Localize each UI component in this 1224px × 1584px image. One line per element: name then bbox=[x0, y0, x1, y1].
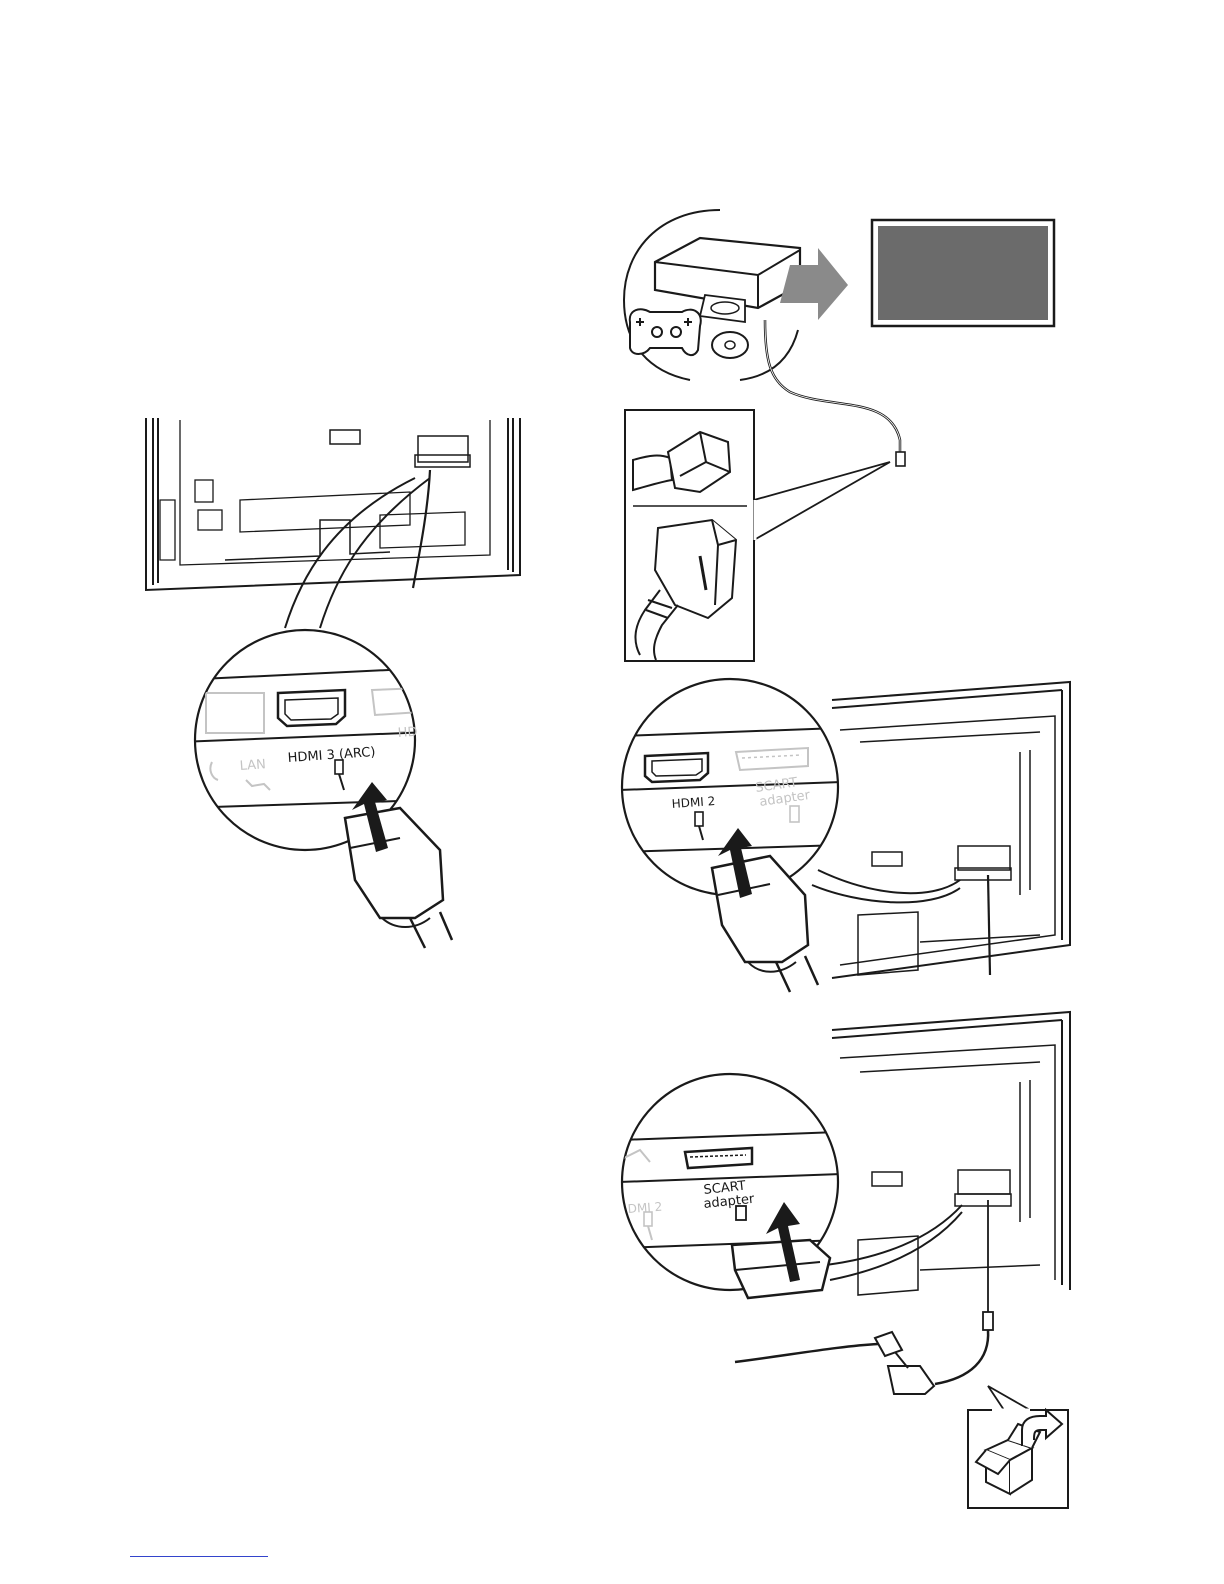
media-player-icon bbox=[655, 238, 800, 322]
label-hdmi2-partial: DMI 2 bbox=[627, 1200, 662, 1216]
tv-back-right-bottom bbox=[832, 1012, 1070, 1312]
page-footer-rule bbox=[130, 1556, 268, 1557]
scart-adapter-cable bbox=[735, 1312, 993, 1394]
label-next-port-partial: HD bbox=[397, 725, 418, 741]
accessory-box-inset bbox=[968, 1386, 1068, 1508]
tv-back-left bbox=[146, 418, 520, 590]
callout-leader-mid bbox=[812, 870, 960, 902]
disc-icon bbox=[712, 332, 748, 358]
tv-icon bbox=[872, 220, 1054, 326]
tv-back-right-middle bbox=[832, 682, 1070, 978]
cable-types-inset bbox=[625, 410, 890, 661]
label-lan: LAN bbox=[239, 757, 266, 774]
zoom-circle-hdmi2: HDMI 2 SCART adapter bbox=[620, 679, 840, 895]
game-controller-icon bbox=[630, 309, 701, 355]
